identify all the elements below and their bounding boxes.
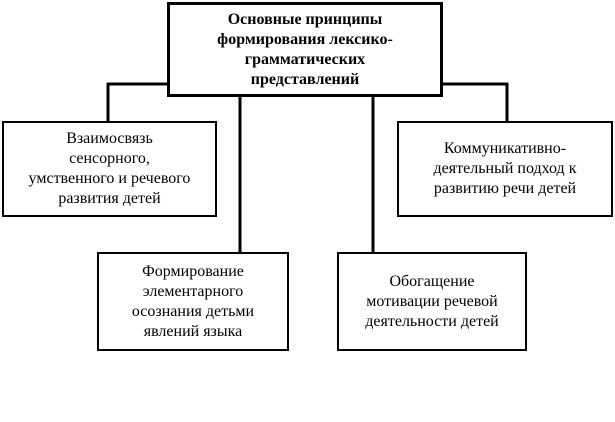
principle-text-speech-motivation: Обогащение мотивации речевой деятельност… — [365, 272, 499, 332]
root-line: Основные принципы — [227, 10, 383, 28]
root-line: грамматических — [244, 50, 366, 68]
root-line: представлений — [250, 70, 360, 88]
root-line: формирования лексико- — [217, 30, 393, 48]
principle-line: развития детей — [58, 190, 161, 207]
principle-line: явлений языка — [143, 322, 243, 340]
principle-line: деятельный подход к — [433, 160, 577, 177]
principle-line: умственного и речевого — [28, 170, 191, 187]
principle-line: деятельности детей — [365, 312, 499, 330]
principle-line: Взаимосвязь — [66, 130, 153, 147]
principle-line: развитию речи детей — [433, 180, 577, 197]
principle-line: Обогащение — [389, 272, 475, 290]
principle-line: сенсорного, — [69, 150, 150, 167]
root-principles-text: Основные принципы формирования лексико- … — [217, 10, 393, 90]
principle-box-speech-motivation: Обогащение мотивации речевой деятельност… — [337, 252, 527, 351]
principle-line: Формирование — [142, 262, 244, 280]
root-principles-box: Основные принципы формирования лексико- … — [167, 2, 443, 97]
principle-box-communicative-approach: Коммуникативно- деятельный подход к разв… — [397, 121, 613, 217]
principle-box-language-awareness: Формирование элементарного осознания дет… — [97, 252, 289, 351]
principle-line: осознания детьми — [131, 302, 255, 320]
principle-text-language-awareness: Формирование элементарного осознания дет… — [132, 262, 254, 342]
principle-line: Коммуникативно- — [443, 140, 567, 157]
principle-text-communicative-approach: Коммуникативно- деятельный подход к разв… — [434, 139, 577, 199]
principle-line: мотивации речевой — [366, 292, 498, 310]
principle-line: элементарного — [142, 282, 244, 300]
principle-box-interconnection: Взаимосвязь сенсорного, умственного и ре… — [2, 121, 217, 217]
principle-text-interconnection: Взаимосвязь сенсорного, умственного и ре… — [29, 129, 191, 209]
